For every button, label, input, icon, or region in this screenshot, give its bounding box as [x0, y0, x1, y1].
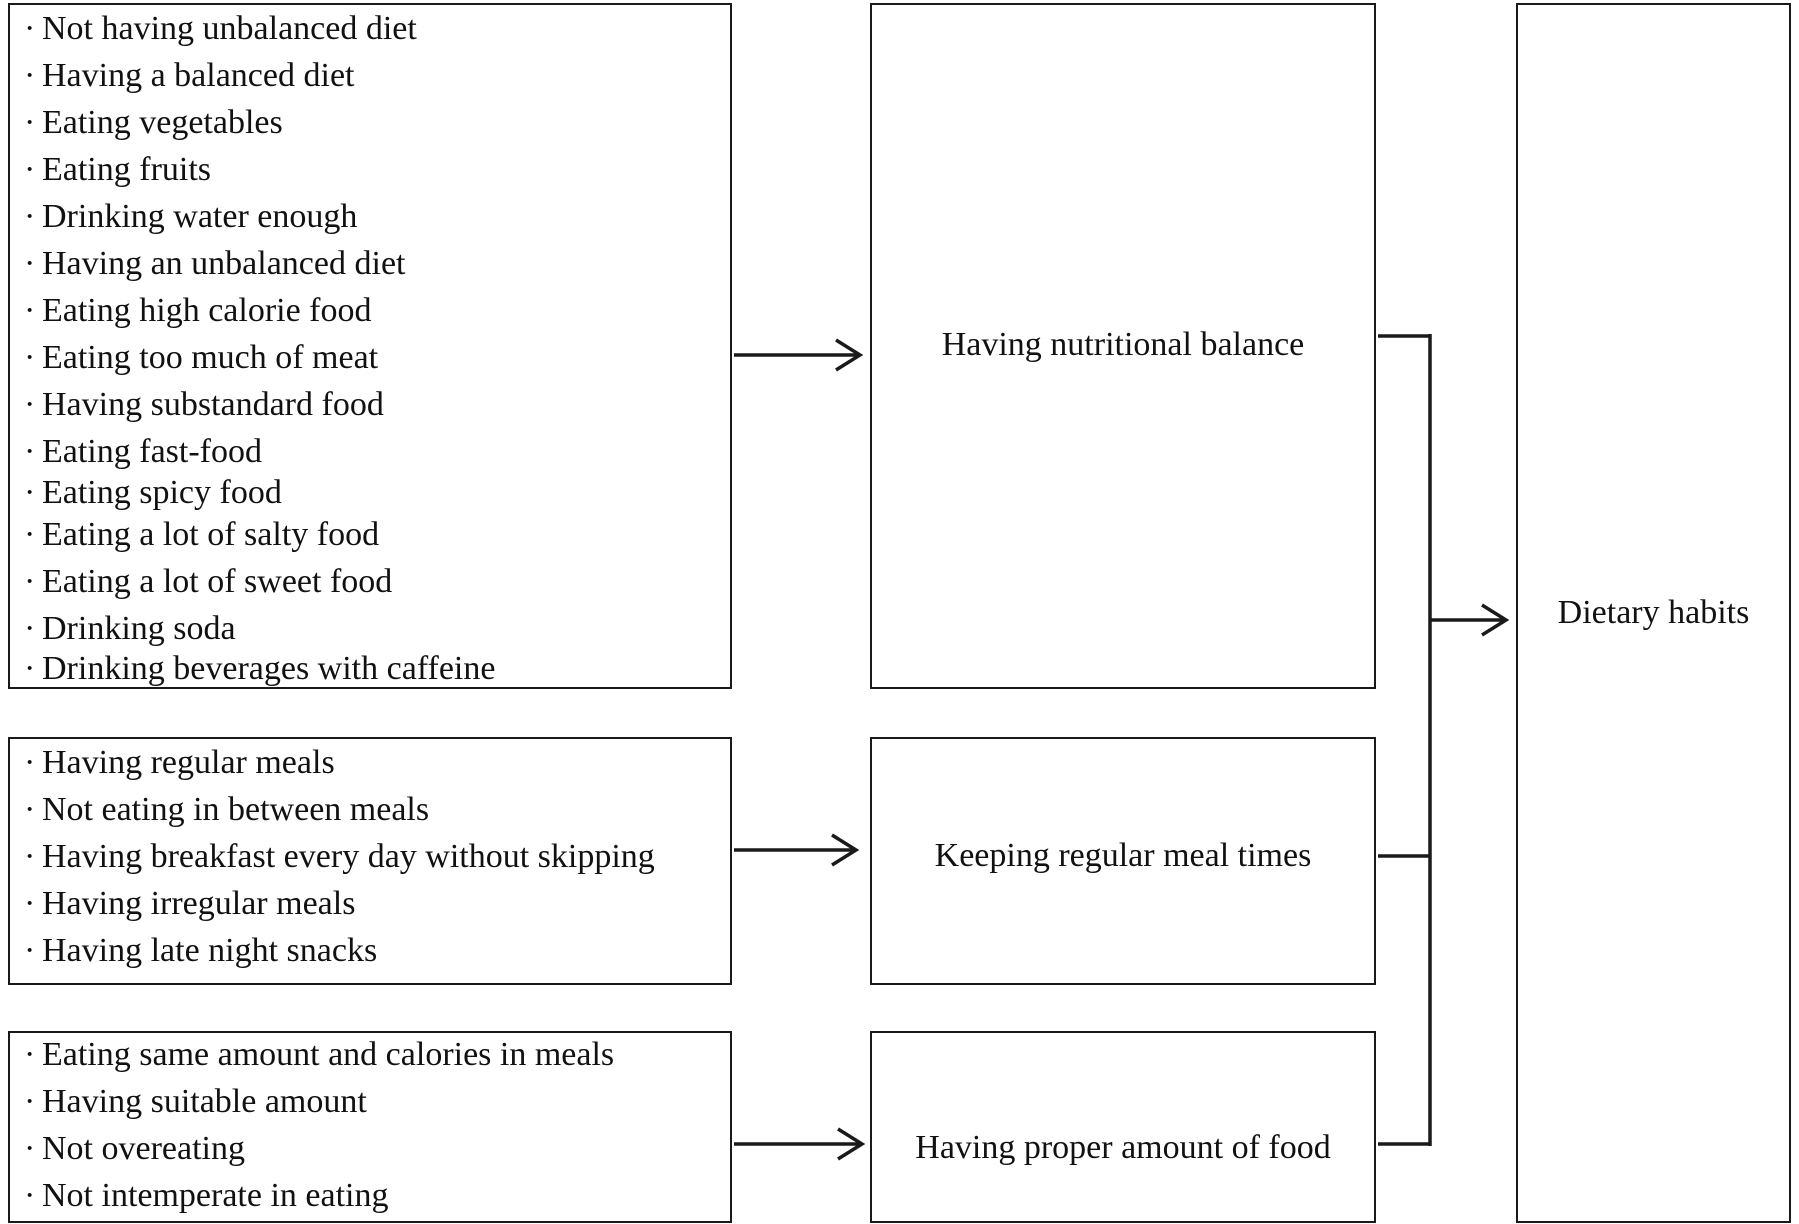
indicator-item: ·Having breakfast every day without skip…: [24, 838, 655, 875]
indicator-item: ·Drinking beverages with caffeine: [24, 650, 496, 687]
indicator-item: ·Eating too much of meat: [24, 339, 379, 376]
indicator-item: ·Having an unbalanced diet: [24, 245, 406, 282]
outcome-box: Dietary habits: [1516, 3, 1791, 1223]
arrowhead-icon: [1481, 603, 1510, 637]
indicator-item: ·Not eating in between meals: [24, 791, 430, 828]
indicator-item: ·Eating spicy food: [24, 474, 282, 511]
indicator-box-proper-amount: ·Eating same amount and calories in meal…: [8, 1031, 732, 1223]
indicator-item: ·Eating a lot of salty food: [24, 516, 380, 553]
indicator-item: ·Eating fast-food: [24, 433, 262, 470]
indicator-item: ·Drinking soda: [24, 610, 236, 647]
category-box-proper-amount: Having proper amount of food: [870, 1031, 1376, 1223]
category-box-regular-meal-times: Keeping regular meal times: [870, 737, 1376, 985]
category-label: Having proper amount of food: [915, 1129, 1331, 1166]
indicator-item: ·Eating high calorie food: [24, 292, 372, 329]
indicator-item: ·Having a balanced diet: [24, 57, 355, 94]
indicator-item: ·Not overeating: [24, 1130, 245, 1167]
indicator-item: ·Eating fruits: [24, 151, 212, 188]
indicator-item: ·Having substandard food: [24, 386, 384, 423]
outcome-label: Dietary habits: [1557, 594, 1750, 631]
arrowhead-icon: [837, 1127, 866, 1161]
indicator-item: ·Having irregular meals: [24, 885, 356, 922]
arrowhead-icon: [831, 833, 860, 867]
indicator-item: ·Having regular meals: [24, 744, 335, 781]
category-label: Having nutritional balance: [941, 326, 1305, 363]
indicator-item: ·Not having unbalanced diet: [24, 10, 417, 47]
arrowhead-icon: [835, 338, 864, 372]
indicator-item: ·Eating same amount and calories in meal…: [24, 1036, 615, 1073]
indicator-item: ·Having suitable amount: [24, 1083, 367, 1120]
indicator-item: ·Eating a lot of sweet food: [24, 563, 393, 600]
indicator-box-nutritional-balance: ·Not having unbalanced diet ·Having a ba…: [8, 3, 732, 689]
category-label: Keeping regular meal times: [934, 837, 1312, 874]
indicator-item: ·Eating vegetables: [24, 104, 283, 141]
indicator-item: ·Having late night snacks: [24, 932, 378, 969]
indicator-item: ·Drinking water enough: [24, 198, 358, 235]
indicator-item: ·Not intemperate in eating: [24, 1177, 389, 1214]
indicator-box-regular-meal-times: ·Having regular meals ·Not eating in bet…: [8, 737, 732, 985]
category-box-nutritional-balance: Having nutritional balance: [870, 3, 1376, 689]
